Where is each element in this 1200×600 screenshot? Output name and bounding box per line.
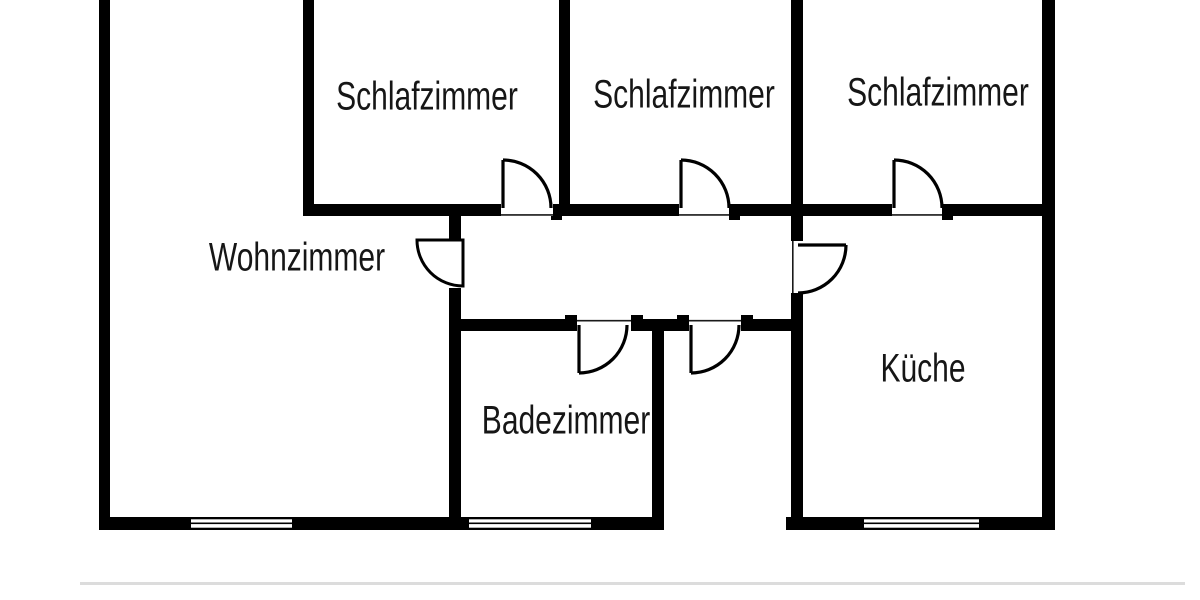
windows <box>185 517 985 530</box>
door-thresholds <box>501 214 942 322</box>
door-arc <box>893 158 944 209</box>
wall-hall-bottom-left <box>449 319 577 331</box>
wall-outer-left <box>99 0 110 530</box>
door-arc <box>680 158 731 209</box>
door-jamb-cap <box>551 216 562 220</box>
wall-bedroom1-left <box>303 0 314 216</box>
wall-bedroom1-bottom <box>303 204 501 216</box>
door-swing-bedroom1 <box>501 158 553 209</box>
door-swings <box>415 158 944 375</box>
door-jamb-cap <box>942 216 953 220</box>
wall-bedroom2-bedroom3-divider <box>791 0 803 241</box>
wall-outer-right <box>1042 0 1055 530</box>
door-swing-hall-room <box>689 324 741 375</box>
wall-bottom-kitchen-right <box>985 517 1055 530</box>
wall-kitchen-left-lower <box>791 293 803 530</box>
window-bathroom <box>463 517 597 530</box>
door-jamb-cap <box>677 315 689 319</box>
window-end-cap <box>185 519 191 529</box>
room-label-kueche: Küche <box>880 346 966 391</box>
walls <box>99 0 1055 530</box>
door-arc <box>690 324 741 375</box>
window-end-cap <box>463 519 469 529</box>
door-swing-bedroom3 <box>892 158 944 209</box>
door-arc <box>502 158 553 209</box>
door-jamb-cap <box>631 315 643 319</box>
door-jamb-cap <box>729 216 740 220</box>
wall-bathroom-right <box>652 319 664 530</box>
wall-hall-bottom-middle <box>631 319 689 331</box>
wall-bottom-livingroom-left <box>99 517 185 530</box>
room-label-badezimmer: Badezimmer <box>481 398 651 443</box>
room-label-schlafzimmer-1: Schlafzimmer <box>336 74 518 119</box>
wall-hall-bath-left-lower <box>449 288 461 530</box>
door-swing-kitchen <box>797 243 848 295</box>
wall-bedroom1-bedroom2-divider <box>559 0 570 216</box>
wall-hall-top-middle <box>553 204 679 216</box>
window-end-cap <box>858 519 864 529</box>
door-swing-bathroom <box>577 324 629 375</box>
room-label-wohnzimmer: Wohnzimmer <box>208 235 386 280</box>
window-end-cap <box>292 519 298 529</box>
wall-bottom-livingroom-right <box>298 517 463 530</box>
wall-bottom-bathroom <box>597 517 664 530</box>
room-label-schlafzimmer-2: Schlafzimmer <box>593 72 775 117</box>
window-end-cap <box>979 519 985 529</box>
window-end-cap <box>591 519 597 529</box>
wall-bottom-kitchen-left <box>786 517 858 530</box>
wall-hall-top-right <box>729 204 892 216</box>
door-arc <box>578 324 629 375</box>
window-livingroom <box>185 517 298 530</box>
room-label-schlafzimmer-3: Schlafzimmer <box>847 70 1029 115</box>
bottom-rule-line <box>80 582 1185 585</box>
door-swing-livingroom <box>415 238 465 288</box>
wall-kitchen-top <box>942 204 1055 216</box>
door-swing-bedroom2 <box>679 158 731 209</box>
door-arc <box>797 244 848 295</box>
wall-hall-bottom-right <box>741 319 803 331</box>
window-kitchen <box>858 517 985 530</box>
door-jamb-cap <box>565 315 577 319</box>
door-jamb-cap <box>741 315 753 319</box>
